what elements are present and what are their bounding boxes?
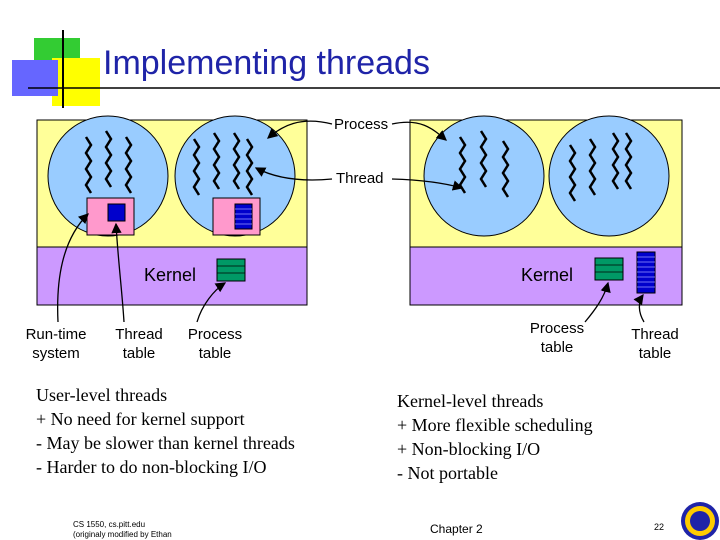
- thread-label: Thread: [336, 170, 384, 187]
- kernel-level-threads-summary: Kernel-level threads + More flexible sch…: [397, 389, 593, 485]
- arrow-thread-left: [254, 167, 333, 181]
- process-label: Process: [334, 116, 389, 133]
- thread-squiggle: [479, 130, 488, 188]
- user-level-point: + No need for kernel support: [36, 409, 245, 429]
- thread-squiggle: [124, 136, 133, 194]
- thread-squiggle: [624, 132, 633, 190]
- arrow-thread-table-right: [633, 293, 645, 323]
- thread-table-user: [234, 203, 253, 230]
- process-table-kernel-right: [594, 257, 624, 281]
- thread-table-kernel: [636, 251, 656, 294]
- kernel-level-point: + More flexible scheduling: [397, 415, 593, 435]
- footer-course: CS 1550, cs.pitt.edu: [73, 520, 146, 529]
- arrow-thread-table-left: [111, 222, 125, 323]
- kernel-label-left: Kernel: [144, 265, 197, 285]
- arrow-process-right: [391, 121, 447, 141]
- footer-chapter: Chapter 2: [430, 522, 483, 536]
- university-seal-logo: [681, 502, 719, 540]
- footer-credit: (originaly modified by Ethan: [73, 530, 172, 539]
- thread-squiggle: [232, 132, 241, 190]
- thread-squiggle: [104, 130, 113, 188]
- process-circle-right-2: [548, 115, 670, 237]
- user-level-threads-summary: User-level threads + No need for kernel …: [36, 383, 295, 479]
- thread-squiggle: [212, 132, 221, 190]
- user-level-point: - Harder to do non-blocking I/O: [36, 457, 267, 477]
- title-decoration: [12, 30, 720, 108]
- process-circle-left-2: [174, 115, 296, 237]
- kernel-label-right: Kernel: [521, 265, 574, 285]
- kernel-space-left: [36, 246, 308, 306]
- kernel-level-point: + Non-blocking I/O: [397, 439, 541, 459]
- thread-squiggle: [568, 144, 577, 202]
- user-level-heading: User-level threads: [36, 385, 168, 405]
- arrow-process-table-left: [196, 282, 227, 323]
- kernel-level-heading: Kernel-level threads: [397, 391, 544, 411]
- slide-title: Implementing threads: [103, 44, 430, 82]
- kernel-level-point: - Not portable: [397, 463, 498, 483]
- arrow-process-table-right: [584, 281, 611, 323]
- thread-squiggle: [84, 136, 93, 194]
- arrow-process-left: [267, 120, 333, 139]
- arrow-runtime-system: [57, 213, 89, 323]
- user-level-point: - May be slower than kernel threads: [36, 433, 295, 453]
- slide-number: 22: [654, 522, 665, 532]
- thread-squiggle: [611, 132, 620, 190]
- thread-squiggle: [192, 138, 201, 196]
- thread-table-user: [107, 203, 126, 222]
- thread-squiggle: [501, 140, 510, 198]
- arrow-thread-right: [391, 178, 464, 191]
- thread-squiggle: [245, 138, 254, 196]
- process-table-kernel-left: [216, 258, 246, 282]
- thread-squiggle: [588, 138, 597, 196]
